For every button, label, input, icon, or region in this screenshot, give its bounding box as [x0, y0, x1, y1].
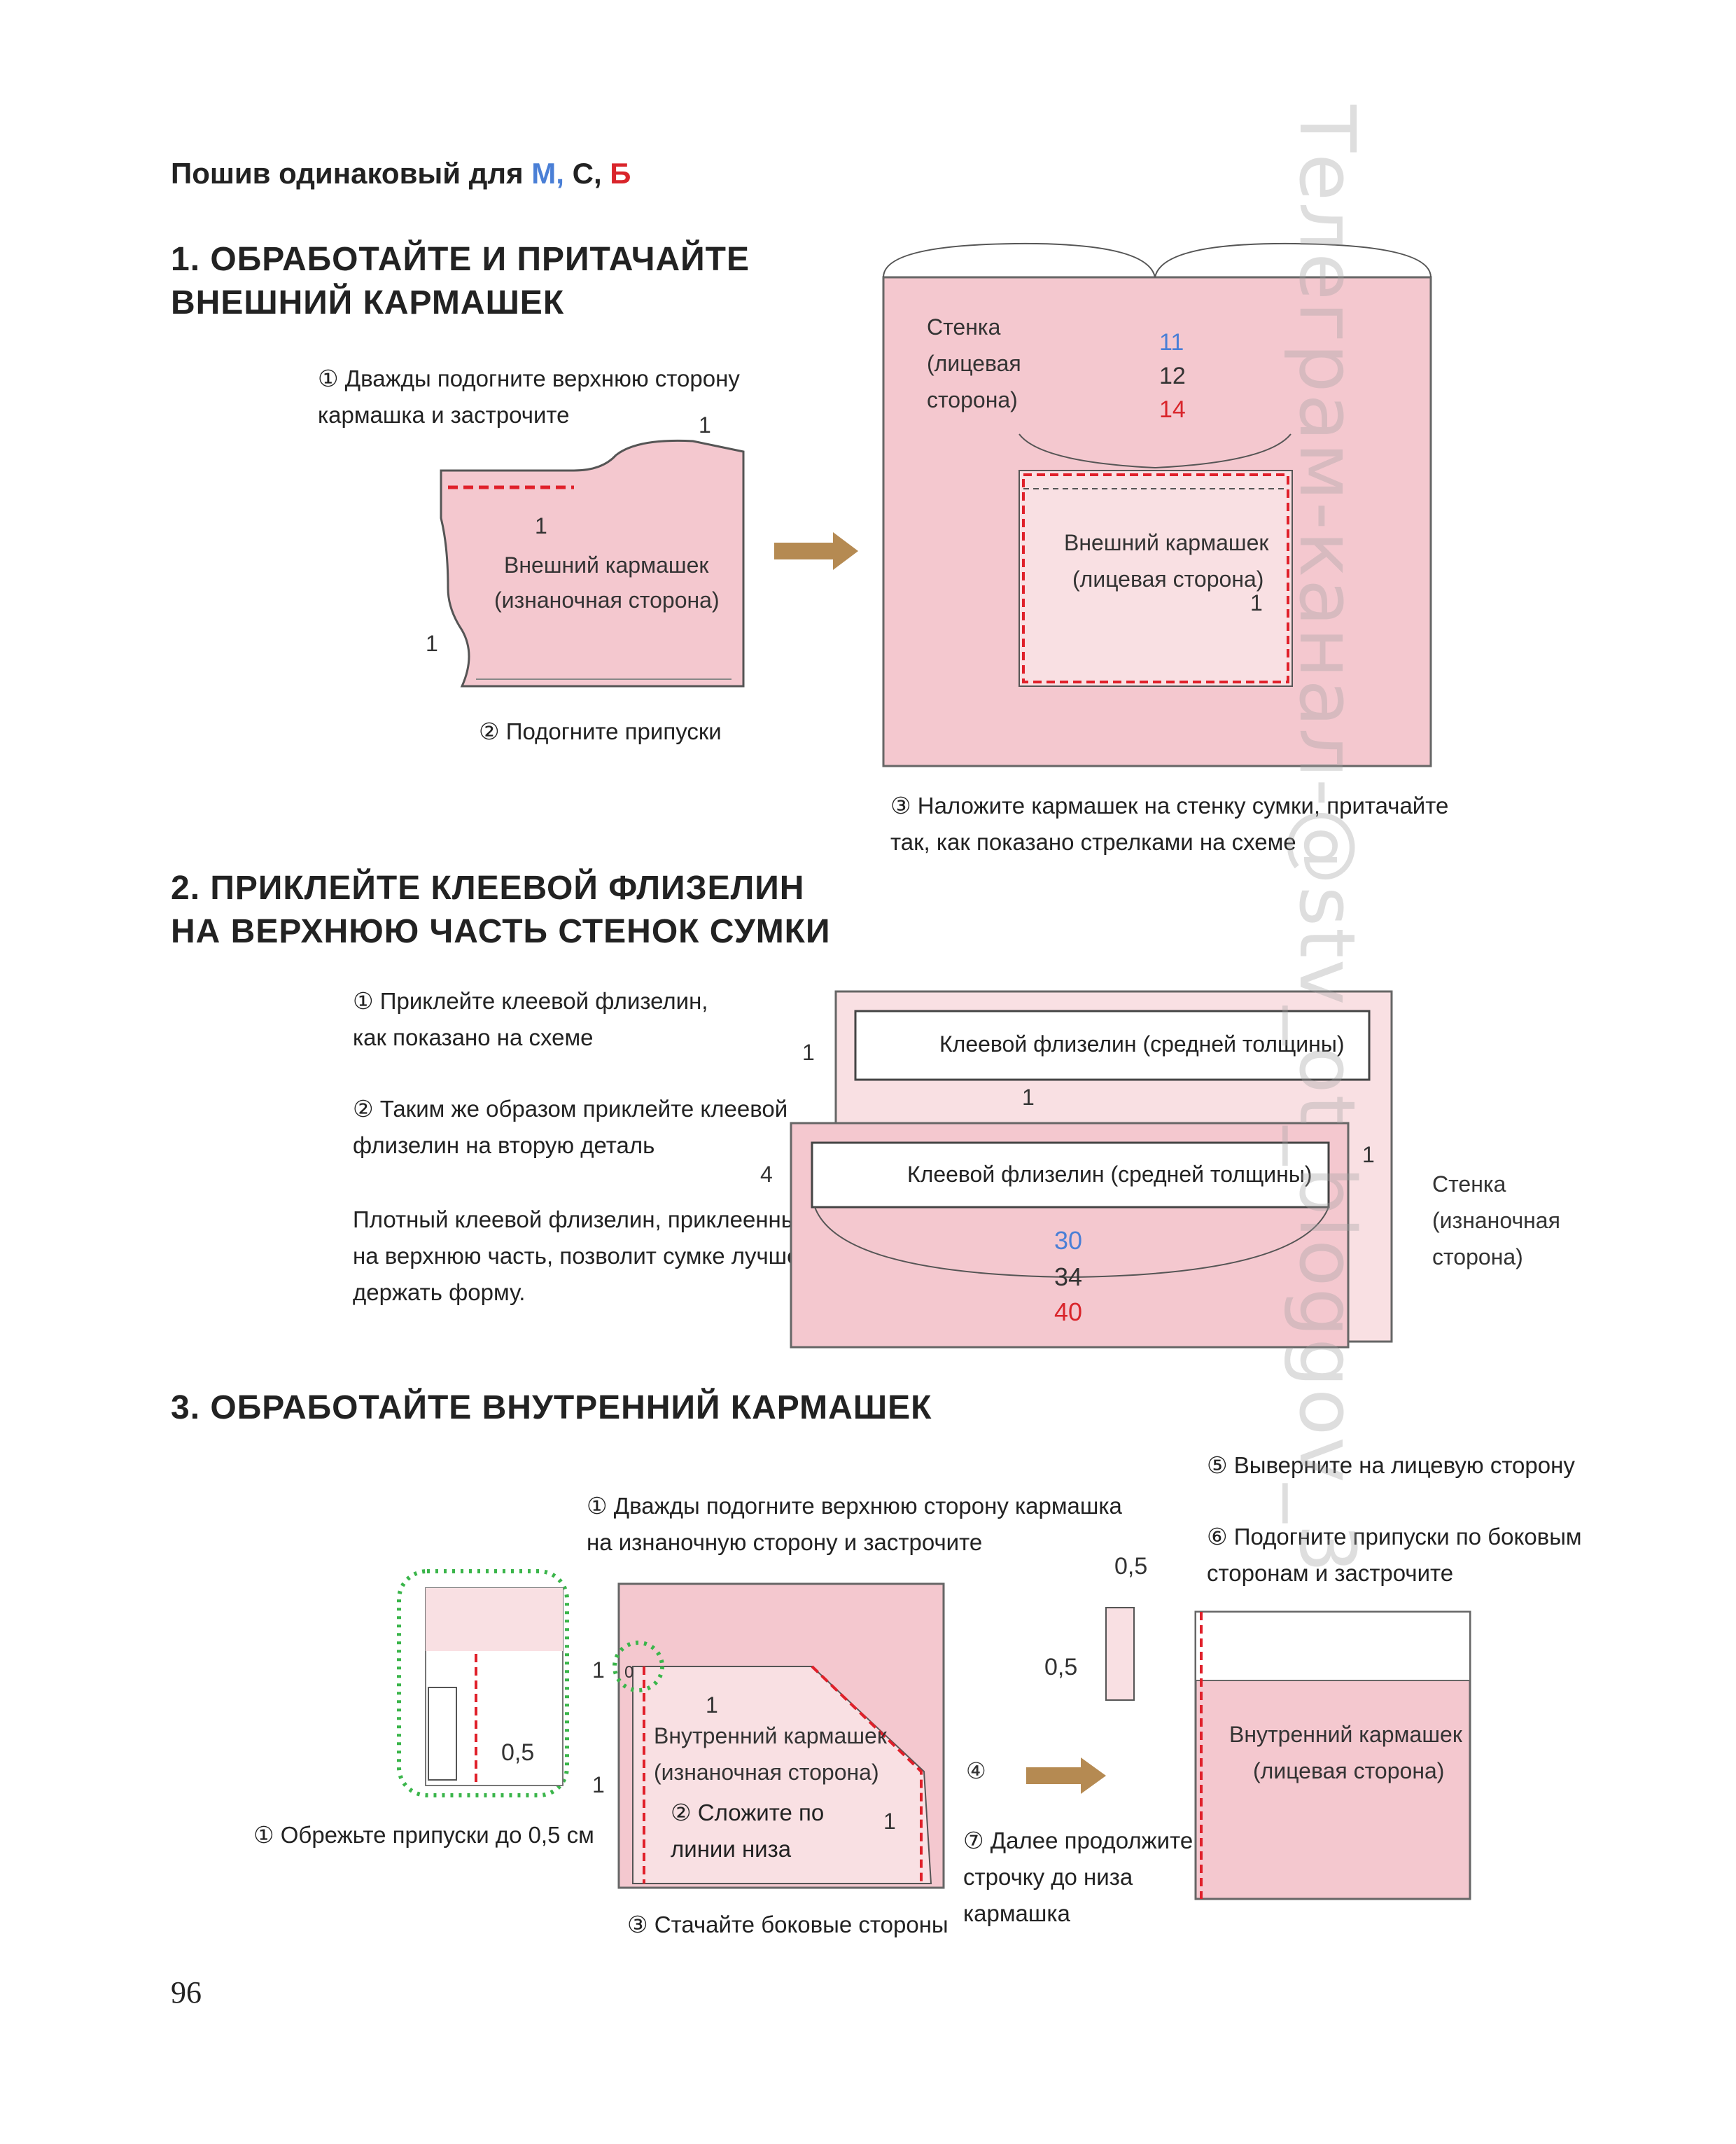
section1-title-line2: ВНЕШНИЙ КАРМАШЕК — [171, 284, 565, 321]
inner-label-1: Внутренний кармашек — [654, 1723, 888, 1748]
outer-dim-1: 1 — [1250, 590, 1263, 615]
dim-1c: 1 — [426, 631, 438, 656]
fold-dim-side: 0,5 — [1044, 1654, 1077, 1680]
s2-step2-line1: ② Таким же образом приклейте клеевой — [353, 1096, 788, 1122]
section2-title-line1: 2. ПРИКЛЕЙТЕ КЛЕЕВОЙ ФЛИЗЕЛИН — [171, 870, 805, 907]
s1-step3-line1: ③ Наложите кармашек на стенку сумки, при… — [890, 793, 1448, 819]
intro-prefix: Пошив одинаковый для — [171, 157, 532, 190]
s1-step1-line2: кармашка и застрочите — [318, 402, 569, 428]
s3-step7-line3: кармашка — [963, 1900, 1071, 1926]
wall-piece: Стенка (лицевая сторона) 11 12 14 Внешни… — [882, 242, 1432, 767]
dim-1b: 1 — [535, 513, 547, 538]
outer-pocket-piece: Внешний кармашек (изнаночная сторона) 1 … — [426, 412, 745, 688]
zoom-detail: 0,5 — [397, 1569, 569, 1797]
pocket-label-2: (изнаночная сторона) — [494, 587, 720, 613]
s2-dim-4: 4 — [760, 1162, 773, 1187]
s3-step1-line2: на изнаночную сторону и застрочите — [587, 1529, 982, 1555]
section3-title: 3. ОБРАБОТАЙТЕ ВНУТРЕННИЙ КАРМАШЕК — [171, 1389, 932, 1426]
dim-1a: 1 — [699, 412, 711, 438]
inner-face-label-2: (лицевая сторона) — [1253, 1758, 1444, 1783]
s3-dim-1c: 1 — [592, 1772, 605, 1797]
s2-note: Плотный клеевой флизелин, приклеенный на… — [353, 1202, 811, 1311]
arrow-right-icon-2 — [1026, 1757, 1106, 1794]
s3-step2-line2: линии низа — [671, 1836, 792, 1862]
wall-size-s: 12 — [1159, 363, 1186, 389]
s2-size-b: 40 — [1054, 1297, 1082, 1326]
size-b-label: Б — [610, 157, 631, 190]
outer-pocket-label-2: (лицевая сторона) — [1072, 566, 1264, 592]
section1-title-line1: 1. ОБРАБОТАЙТЕ И ПРИТАЧАЙТЕ — [171, 241, 750, 278]
s3-dim-1b: 1 — [706, 1692, 718, 1718]
wall-label-2: (лицевая — [927, 351, 1021, 376]
s3-dim-1d: 1 — [883, 1809, 896, 1834]
s2-step1-line1: ① Приклейте клеевой флизелин, — [353, 988, 708, 1014]
s2-note-line1: Плотный клеевой флизелин, приклеенный — [353, 1206, 811, 1232]
s2-wall-label-1: Стенка — [1432, 1171, 1506, 1197]
s2-step1: ① Приклейте клеевой флизелин, как показа… — [353, 983, 708, 1056]
s2-wall-label-3: сторона) — [1432, 1244, 1523, 1269]
front-wall-piece: Клеевой флизелин (средней толщины) 1 1 4… — [760, 1085, 1375, 1349]
s2-step2: ② Таким же образом приклейте клеевой фли… — [353, 1091, 788, 1164]
fleece-top-label: Клеевой флизелин (средней толщины) — [939, 1031, 1344, 1057]
s2-note-line2: на верхнюю часть, позволит сумке лучше — [353, 1243, 800, 1269]
s3-dim-0: 0 — [624, 1663, 634, 1682]
wall-label-1: Стенка — [927, 314, 1001, 340]
inner-label-2: (изнаночная сторона) — [654, 1760, 879, 1785]
s3-step7-line2: строчку до низа — [963, 1864, 1133, 1890]
s3-dim-1a: 1 — [592, 1657, 605, 1683]
s3-step2-line1: ② Сложите по — [671, 1800, 824, 1825]
s2-step2-line2: флизелин на вторую деталь — [353, 1132, 655, 1158]
zoom-dim-half: 0,5 — [501, 1739, 534, 1766]
fold-dim-top: 0,5 — [1114, 1553, 1147, 1580]
inner-pocket-folded: Внутренний кармашек (изнаночная сторона)… — [592, 1582, 986, 1889]
intro-line: Пошив одинаковый для М, С, Б — [171, 157, 631, 190]
s3-step4: ④ — [966, 1758, 986, 1783]
section2-title-line2: НА ВЕРХНЮЮ ЧАСТЬ СТЕНОК СУМКИ — [171, 913, 831, 950]
s1-step1-line1: ① Дважды подогните верхнюю сторону — [318, 366, 740, 391]
s1-step2: ② Подогните припуски — [479, 718, 722, 744]
wall-label-3: сторона) — [927, 387, 1018, 412]
s3-step5: ⑤ Выверните на лицевую сторону — [1207, 1452, 1575, 1478]
s2-size-m: 30 — [1054, 1226, 1082, 1255]
section1-title: 1. ОБРАБОТАЙТЕ И ПРИТАЧАЙТЕ ВНЕШНИЙ КАРМ… — [171, 238, 750, 325]
s2-dim-1c: 1 — [1362, 1142, 1375, 1167]
s2-step1-line2: как показано на схеме — [353, 1024, 594, 1050]
inner-face-label-1: Внутренний кармашек — [1229, 1722, 1463, 1747]
wall-size-m: 11 — [1159, 329, 1184, 356]
fleece-front-label: Клеевой флизелин (средней толщины) — [907, 1162, 1312, 1187]
s1-step3-line2: так, как показано стрелками на схеме — [890, 829, 1296, 855]
wall-size-b: 14 — [1159, 396, 1186, 423]
section2-title: 2. ПРИКЛЕЙТЕ КЛЕЕВОЙ ФЛИЗЕЛИН НА ВЕРХНЮЮ… — [171, 867, 830, 954]
s2-dim-1b: 1 — [1022, 1085, 1035, 1110]
s3-step6-line2: сторонам и застрочите — [1207, 1560, 1453, 1586]
s3-step3: ③ Стачайте боковые стороны — [627, 1912, 948, 1937]
s3-step6-line1: ⑥ Подогните припуски по боковым — [1207, 1524, 1582, 1550]
pocket-label-1: Внешний кармашек — [504, 552, 709, 578]
outer-pocket-label-1: Внешний кармашек — [1064, 530, 1269, 555]
size-m-label: М, — [531, 157, 564, 190]
s2-size-s: 34 — [1054, 1262, 1082, 1291]
fold-detail: 0,5 0,5 — [1044, 1553, 1147, 1701]
s2-dim-1a: 1 — [802, 1040, 815, 1065]
s3-step7-line1: ⑦ Далее продолжите — [963, 1828, 1193, 1853]
s2-wall-label-2: (изнаночная — [1432, 1208, 1560, 1233]
s3-step-trim: ① Обрежьте припуски до 0,5 см — [253, 1822, 594, 1848]
inner-pocket-face: Внутренний кармашек (лицевая сторона) — [1194, 1610, 1471, 1900]
size-s-label: С, — [564, 157, 610, 190]
s3-step1-line1: ① Дважды подогните верхнюю сторону карма… — [587, 1493, 1123, 1519]
arrow-right-icon — [774, 532, 858, 570]
page-number: 96 — [171, 1975, 202, 2010]
s2-note-line3: держать форму. — [353, 1279, 526, 1305]
